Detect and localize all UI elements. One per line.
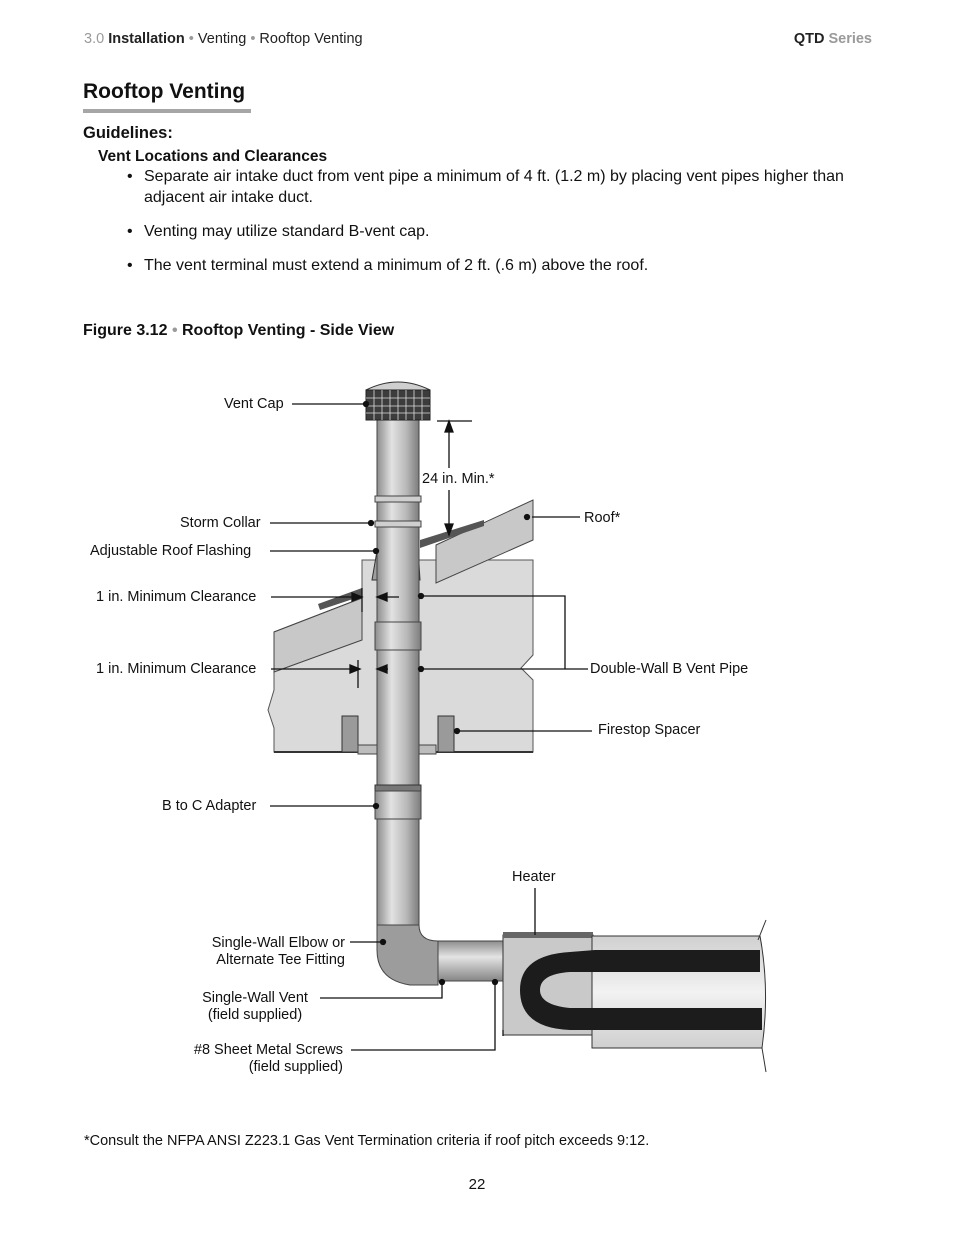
label-clearance-lower: 1 in. Minimum Clearance bbox=[96, 661, 257, 677]
heater bbox=[502, 919, 767, 1073]
label-roof-flashing: Adjustable Roof Flashing bbox=[90, 543, 252, 559]
vent-locations-heading: Vent Locations and Clearances bbox=[98, 148, 328, 165]
list-item: • Venting may utilize standard B-vent cap… bbox=[98, 221, 858, 242]
title-underline bbox=[83, 109, 251, 113]
min-height-dimension bbox=[437, 419, 472, 537]
series-name: QTD bbox=[793, 31, 825, 47]
breadcrumb: 3.0 Installation • Venting • Rooftop Ven… bbox=[84, 31, 363, 47]
label-vent-line-2: (field supplied) bbox=[207, 1007, 303, 1023]
series-word: Series bbox=[828, 31, 872, 47]
figure-caption: Figure 3.12 • Rooftop Venting - Side Vie… bbox=[83, 322, 394, 340]
label-heater: Heater bbox=[512, 869, 556, 885]
bullet-dot: • bbox=[127, 257, 133, 274]
bullet-dot: • bbox=[127, 168, 133, 185]
footnote: *Consult the NFPA ANSI Z223.1 Gas Vent T… bbox=[84, 1133, 650, 1149]
leader-lines bbox=[270, 400, 592, 1051]
guidelines-list: • Separate air intake duct from vent pipe… bbox=[98, 166, 858, 289]
bullet-dot: • bbox=[127, 223, 133, 240]
list-item: • Separate air intake duct from vent pipe… bbox=[98, 166, 858, 208]
label-b-vent-pipe: Double-Wall B Vent Pipe bbox=[590, 661, 749, 677]
label-vent-cap: Vent Cap bbox=[224, 396, 284, 412]
list-item-text: The vent terminal must extend a minimum … bbox=[144, 257, 649, 274]
section-number: 3.0 bbox=[84, 31, 105, 47]
elbow-fitting bbox=[376, 924, 505, 986]
list-item-text: Separate air intake duct from vent pipe … bbox=[144, 168, 844, 206]
label-clearance-upper: 1 in. Minimum Clearance bbox=[96, 589, 257, 605]
label-screws-line-2: (field supplied) bbox=[248, 1059, 343, 1075]
breadcrumb-separator: • bbox=[188, 31, 194, 47]
label-elbow-line-2: Alternate Tee Fitting bbox=[216, 952, 345, 968]
list-item-text: Venting may utilize standard B-vent cap. bbox=[144, 223, 430, 240]
series-label: QTD Series bbox=[794, 31, 872, 47]
breadcrumb-separator: • bbox=[250, 31, 256, 47]
caption-separator: • bbox=[171, 322, 178, 339]
label-screws-line-1: #8 Sheet Metal Screws bbox=[193, 1042, 343, 1058]
figure-title: Rooftop Venting - Side View bbox=[182, 322, 395, 339]
label-24-in-min: 24 in. Min.* bbox=[422, 471, 495, 487]
section-name: Installation bbox=[108, 31, 185, 47]
breadcrumb-item-venting: Venting bbox=[197, 31, 247, 47]
label-storm-collar: Storm Collar bbox=[180, 515, 261, 531]
page-title: Rooftop Venting bbox=[83, 80, 246, 103]
label-sheet-metal-screws: #8 Sheet Metal Screws (field supplied) bbox=[170, 1042, 343, 1076]
figure-number: Figure 3.12 bbox=[83, 322, 168, 339]
vent-cap bbox=[365, 381, 431, 421]
guidelines-heading: Guidelines: bbox=[83, 124, 173, 142]
page-number: 22 bbox=[468, 1176, 486, 1193]
label-b-to-c-adapter: B to C Adapter bbox=[162, 798, 257, 814]
label-single-wall-vent: Single-Wall Vent (field supplied) bbox=[186, 990, 324, 1024]
label-elbow-fitting: Single-Wall Elbow or Alternate Tee Fitti… bbox=[186, 935, 345, 969]
label-roof: Roof* bbox=[584, 510, 621, 526]
label-firestop-spacer: Firestop Spacer bbox=[598, 722, 701, 738]
label-elbow-line-1: Single-Wall Elbow or bbox=[211, 935, 345, 951]
label-vent-line-1: Single-Wall Vent bbox=[202, 990, 308, 1006]
list-item: • The vent terminal must extend a minimum… bbox=[98, 255, 858, 276]
vent-pipe bbox=[374, 419, 422, 941]
breadcrumb-item-rooftop-venting: Rooftop Venting bbox=[259, 31, 363, 47]
